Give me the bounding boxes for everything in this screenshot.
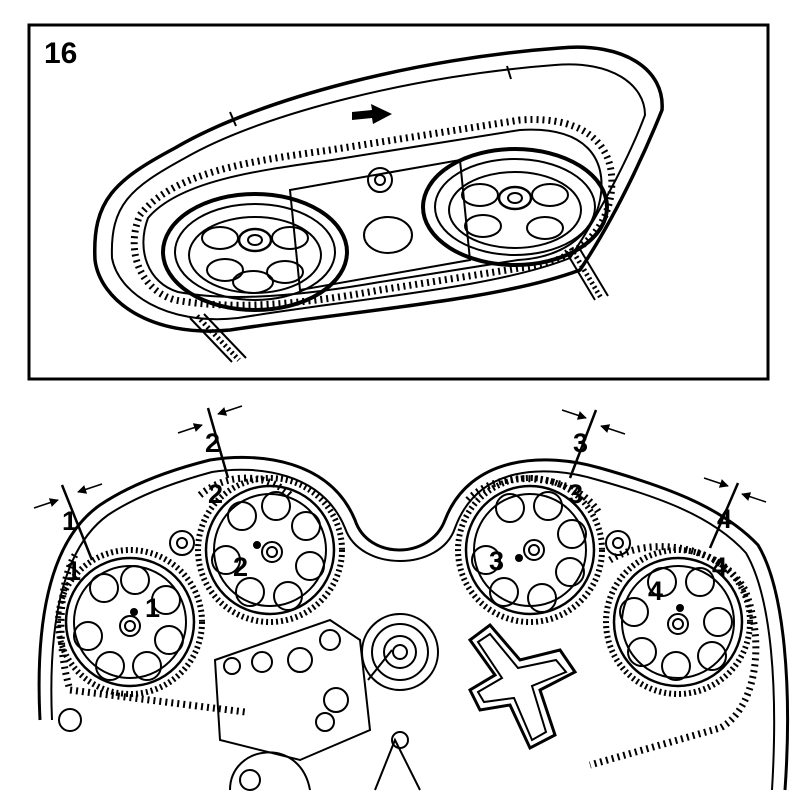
- cover-inner-line: [50, 468, 776, 791]
- cam-pulley-1: [55, 547, 205, 697]
- center-components: [213, 613, 578, 791]
- cam-pulley-2: [195, 475, 345, 625]
- mark-pointer-1: [33, 483, 103, 561]
- top-panel: 16: [27, 23, 770, 381]
- belt-label-3: 3: [568, 479, 583, 509]
- outer-label-4: 4: [717, 504, 732, 534]
- left-cam-pulley: [161, 192, 349, 312]
- backing-plate: [288, 158, 472, 292]
- cam-cover-outline: [93, 45, 664, 333]
- mark-pointer-3: [561, 409, 626, 479]
- outer-label-2: 2: [205, 428, 220, 458]
- cam-pulley-4: [603, 547, 753, 697]
- belt-inner: [142, 128, 603, 298]
- right-cam-pulley: [421, 147, 609, 267]
- cam-label-3: 3: [489, 546, 504, 576]
- cam-pulley-3: [455, 475, 605, 625]
- timing-dot-3: [515, 554, 523, 562]
- cam-label-2: 2: [233, 552, 248, 582]
- timing-dot-4: [676, 604, 684, 612]
- cam-label-4: 4: [648, 576, 663, 606]
- belt-label-2: 2: [208, 479, 223, 509]
- direction-arrow-icon: [352, 104, 392, 124]
- top-panel-frame: [27, 23, 770, 381]
- mark-pointer-2: [177, 405, 243, 479]
- bottom-diagram: 1 1 1 2 2 2 3 3 3 4 4 4: [33, 405, 790, 791]
- cover-outline: [37, 455, 790, 791]
- belt-label-1: 1: [66, 556, 81, 586]
- mark-pointer-4: [703, 477, 767, 549]
- timing-dot-2: [253, 541, 261, 549]
- timing-belt: [57, 474, 760, 769]
- outer-label-3: 3: [573, 428, 588, 458]
- figure-number: 16: [44, 37, 77, 70]
- outer-label-1: 1: [62, 506, 77, 536]
- belt-label-4: 4: [712, 552, 727, 582]
- timing-dot-1: [130, 608, 138, 616]
- cam-label-1: 1: [145, 593, 160, 623]
